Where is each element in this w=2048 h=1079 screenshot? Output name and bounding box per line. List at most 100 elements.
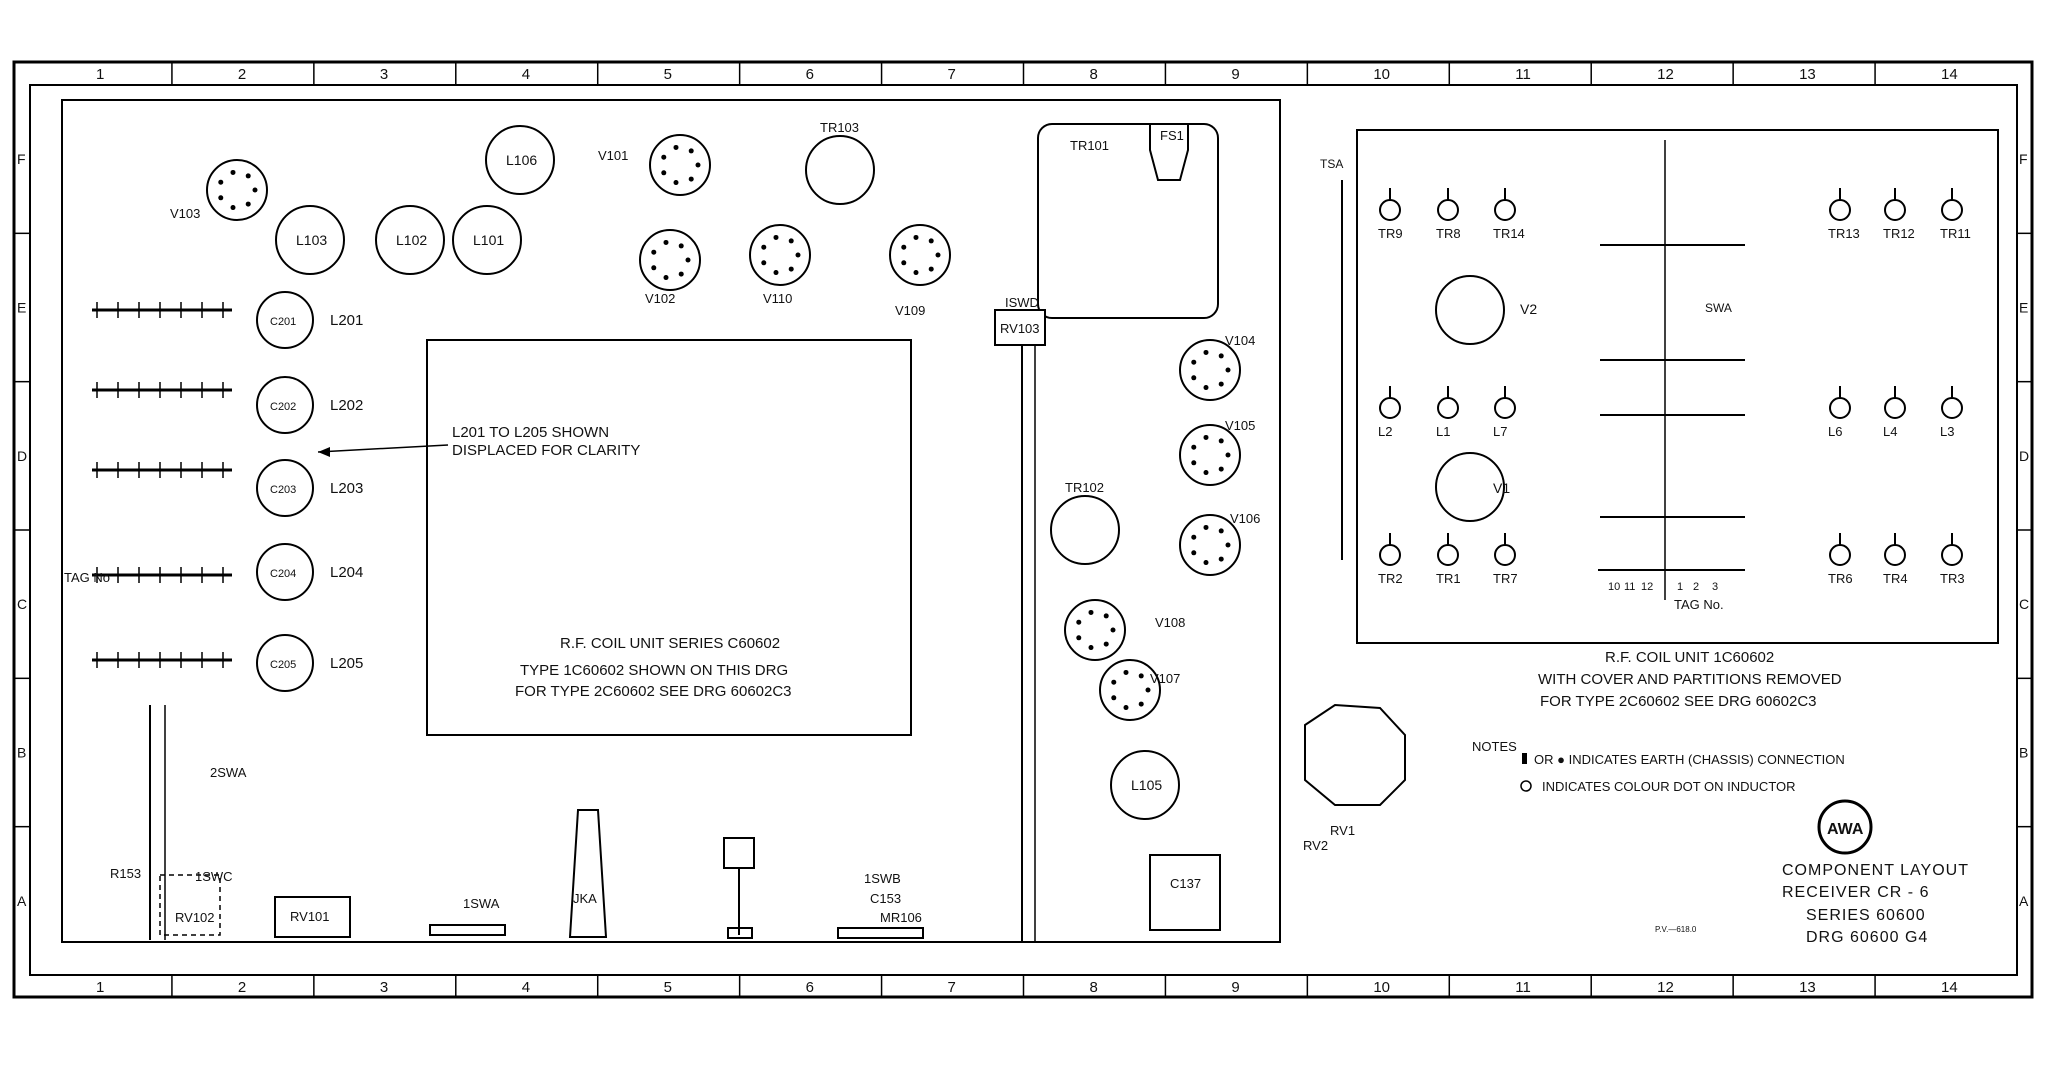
- valve-v101: [649, 134, 711, 196]
- 1swa-label: 1SWA: [463, 896, 500, 911]
- notes-line-1: OR ● INDICATES EARTH (CHASSIS) CONNECTIO…: [1534, 752, 1845, 767]
- tube-l2: L2: [1378, 424, 1392, 439]
- tube-l1: L1: [1436, 424, 1450, 439]
- row-label-B: B: [17, 745, 26, 761]
- inductor-label-l101: L101: [473, 232, 504, 248]
- inductor-label-l102: L102: [396, 232, 427, 248]
- coil-cap-2: C203: [270, 484, 296, 496]
- notes-line-2: INDICATES COLOUR DOT ON INDUCTOR: [1542, 779, 1796, 794]
- coil-l203: [256, 459, 314, 517]
- row-label-right-D: D: [2019, 448, 2029, 464]
- tube-l7: L7: [1493, 424, 1507, 439]
- col-label-2: 2: [238, 66, 246, 83]
- tsa-label: TSA: [1320, 157, 1343, 171]
- row-label-C: C: [17, 596, 27, 612]
- v102-label: V102: [645, 291, 675, 306]
- right-coil-unit-frame: [1356, 129, 1999, 644]
- tube-l4: L4: [1883, 424, 1897, 439]
- coil-cap-1: C202: [270, 401, 296, 413]
- 1swb-label: 1SWB: [864, 871, 901, 886]
- inductor-label-l106: L106: [506, 152, 537, 168]
- row-label-F: F: [17, 151, 26, 167]
- tube-tr6: TR6: [1828, 571, 1853, 586]
- valve-v105: [1179, 424, 1241, 486]
- swb-label: RV1: [1330, 823, 1355, 838]
- col-label-bottom-12: 12: [1657, 979, 1674, 996]
- c137-can: [1149, 854, 1221, 931]
- coil-cap-4: C205: [270, 659, 296, 671]
- col-label-7: 7: [948, 66, 956, 83]
- coil-box-line-3: FOR TYPE 2C60602 SEE DRG 60602C3: [515, 683, 792, 700]
- displaced-note-2: DISPLACED FOR CLARITY: [452, 442, 640, 459]
- tube-tr9: TR9: [1378, 226, 1403, 241]
- row-label-A: A: [17, 893, 27, 909]
- swb-rear-view-wafer: [1304, 703, 1406, 806]
- col-label-bottom-6: 6: [806, 979, 814, 996]
- c153-label: C153: [870, 891, 901, 906]
- transformer-label-tr103: TR103: [820, 120, 859, 135]
- coil-cap-3: C204: [270, 568, 296, 580]
- v109-label: V109: [895, 303, 925, 318]
- coil-label-l203: L203: [330, 480, 363, 497]
- row-label-E: E: [17, 300, 26, 316]
- fs1-label: FS1: [1160, 128, 1184, 143]
- transformer-tr102: [1050, 495, 1120, 565]
- jka-label: JKA: [573, 891, 597, 906]
- inductor-l103: [275, 205, 345, 275]
- tube-tr14: TR14: [1493, 226, 1525, 241]
- col-label-bottom-13: 13: [1799, 979, 1816, 996]
- valve-v107: [1099, 659, 1161, 721]
- v108-label: V108: [1155, 615, 1185, 630]
- v110-label: V110: [763, 291, 792, 306]
- tube-tr8: TR8: [1436, 226, 1461, 241]
- right-caption-3: FOR TYPE 2C60602 SEE DRG 60602C3: [1540, 693, 1817, 710]
- displaced-note-1: L201 TO L205 SHOWN: [452, 424, 609, 441]
- c137-label: C137: [1170, 876, 1201, 891]
- coil-l205: [256, 634, 314, 692]
- mr106-label: MR106: [880, 910, 922, 925]
- inductor-label-l103: L103: [296, 232, 327, 248]
- valve-v106: [1179, 514, 1241, 576]
- rv102-label: RV102: [175, 910, 215, 925]
- tube-tr4: TR4: [1883, 571, 1908, 586]
- tag-2: 2: [1693, 581, 1699, 593]
- coil-l202: [256, 376, 314, 434]
- title-line-1: COMPONENT LAYOUT: [1782, 862, 1969, 879]
- transformer-label-tr102: TR102: [1065, 480, 1104, 495]
- tag-no-label: TAG No: [64, 570, 110, 585]
- title-line-4: DRG 60600 G4: [1806, 929, 1928, 946]
- v1-label: V1: [1493, 480, 1510, 496]
- col-label-6: 6: [806, 66, 814, 83]
- coil-box-line-1: R.F. COIL UNIT SERIES C60602: [560, 635, 780, 652]
- coil-label-l201: L201: [330, 312, 363, 329]
- valve-v108: [1064, 599, 1126, 661]
- col-label-3: 3: [380, 66, 388, 83]
- jka-jack: [568, 809, 608, 938]
- switch-wafers: [92, 302, 232, 668]
- 2swa-label: 2SWA: [210, 765, 247, 780]
- transformer-tr103: [805, 135, 875, 205]
- col-label-bottom-14: 14: [1941, 979, 1958, 996]
- v2-label: V2: [1520, 301, 1537, 317]
- swa-label: SWA: [1705, 301, 1732, 315]
- awa-logo-icon: [1817, 799, 1873, 855]
- tube-tr1: TR1: [1436, 571, 1461, 586]
- title-line-3: SERIES 60600: [1806, 907, 1926, 924]
- inductor-l101: [452, 205, 522, 275]
- earth-marker-icon: [1522, 753, 1527, 764]
- col-label-12: 12: [1657, 66, 1674, 83]
- v106-label: V106: [1230, 511, 1260, 526]
- col-label-5: 5: [664, 66, 672, 83]
- row-label-right-A: A: [2019, 893, 2029, 909]
- right-caption-2: WITH COVER AND PARTITIONS REMOVED: [1538, 671, 1842, 688]
- tube-tr12: TR12: [1883, 226, 1915, 241]
- valve-v110: [749, 224, 811, 286]
- v105-label: V105: [1225, 418, 1255, 433]
- tag-3: 3: [1712, 581, 1718, 593]
- col-label-bottom-10: 10: [1373, 979, 1390, 996]
